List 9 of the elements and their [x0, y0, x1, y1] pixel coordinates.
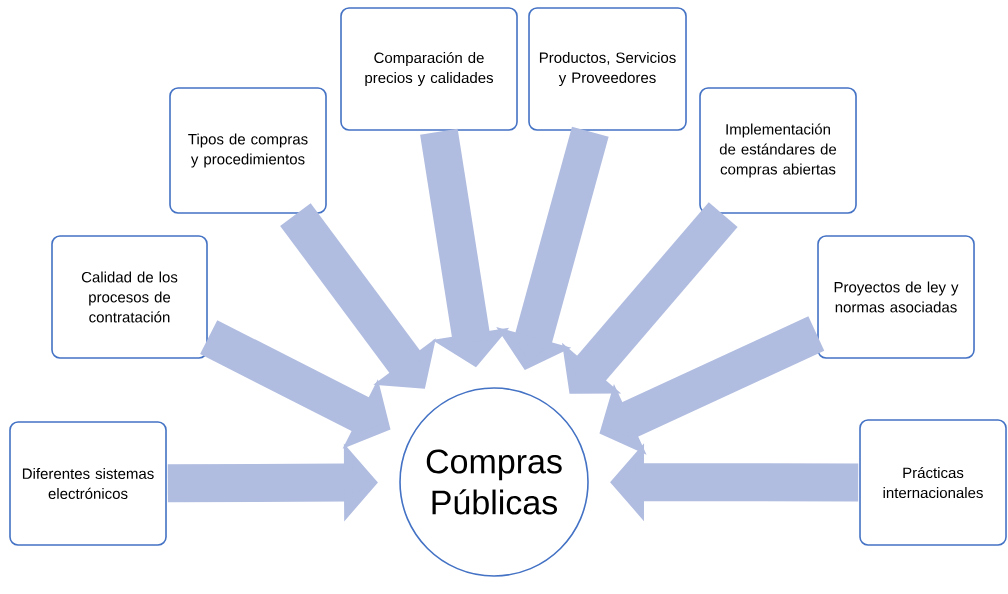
topic-box: Prácticas internacionales [859, 419, 1007, 546]
topic-box: Calidad de los procesos de contratación [51, 235, 208, 359]
topic-box: Productos, Servicios y Proveedores [528, 7, 687, 131]
topic-box: Proyectos de ley y normas asociadas [817, 235, 975, 359]
topic-box: Diferentes sistemas electrónicos [9, 421, 167, 546]
topic-box: Comparación de precios y calidades [340, 7, 518, 131]
topic-box: Implementación de estándares de compras abiertas [699, 87, 857, 214]
topic-box: Tipos de compras y procedimientos [169, 87, 327, 214]
block-arrow [280, 203, 436, 389]
